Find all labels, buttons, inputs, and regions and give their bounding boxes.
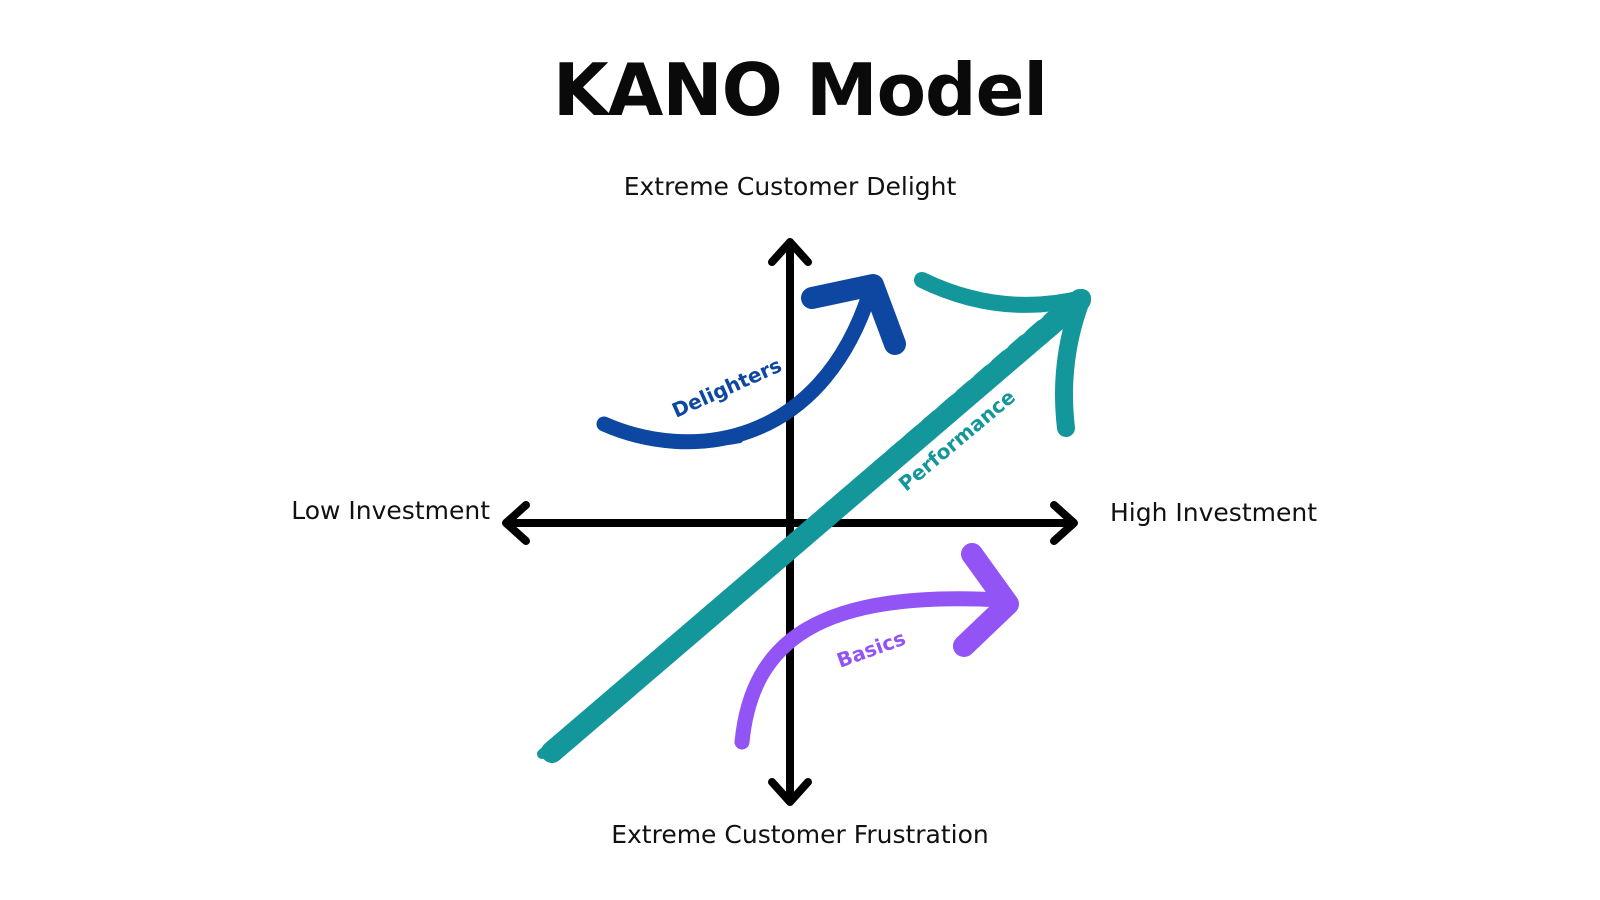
axis-label-bottom: Extreme Customer Frustration	[611, 820, 989, 849]
axis-label-top: Extreme Customer Delight	[623, 172, 957, 201]
axis-label-right: High Investment	[1110, 498, 1318, 527]
basics-curve	[734, 543, 1019, 750]
delighters-curve	[596, 274, 906, 450]
delighters-label: Delighters	[668, 353, 785, 423]
diagram-title: KANO Model	[552, 48, 1048, 132]
performance-curve	[537, 272, 1091, 763]
basics-label: Basics	[834, 626, 909, 673]
horizontal-axis	[502, 501, 1078, 545]
axis-label-left: Low Investment	[291, 496, 490, 525]
